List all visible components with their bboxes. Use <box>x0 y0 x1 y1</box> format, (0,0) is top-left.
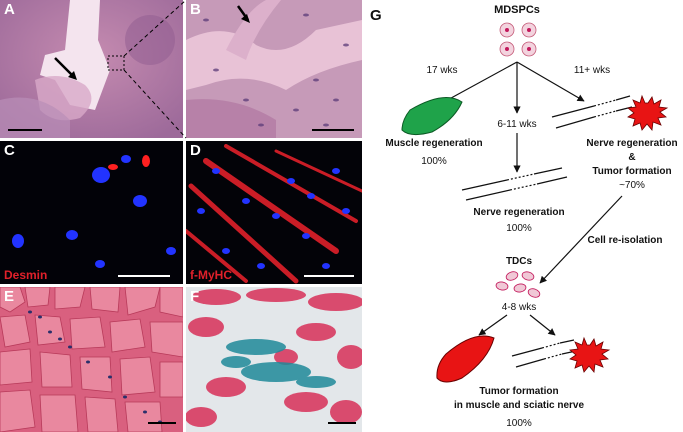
nerve-regeneration-icon <box>461 167 568 201</box>
panel-c: C Desmin <box>0 141 183 284</box>
panel-f-label: F <box>190 288 200 305</box>
panel-c-label: C <box>4 142 15 159</box>
time-4-8-wks: 4-8 wks <box>502 302 536 313</box>
mdspcs-cells-icon <box>499 22 537 57</box>
time-6-11-wks: 6-11 wks <box>497 119 536 130</box>
panel-g-label: G <box>370 7 382 24</box>
time-11-plus-wks: 11+ wks <box>574 65 610 76</box>
panel-e-scale-bar <box>148 422 176 424</box>
nerve-tumor-title-line3: Tumor formation <box>592 166 671 177</box>
panel-e-micrograph <box>0 287 183 432</box>
panel-b-label: B <box>190 1 201 18</box>
panel-a: A <box>0 0 183 138</box>
nerve-tumor-ampersand: & <box>628 152 635 163</box>
panel-d-label: D <box>190 142 201 159</box>
panel-d-stain-label: f-MyHC <box>190 268 232 282</box>
panel-g-schematic: G MDSPCs 17 wks 11+ wks 6-11 wks Muscle … <box>370 4 678 429</box>
panel-e: E <box>0 287 183 432</box>
panel-c-scale-bar <box>118 275 170 277</box>
mdspcs-label: MDSPCs <box>494 4 540 16</box>
cell-reisolation-label: Cell re-isolation <box>587 235 662 246</box>
nerve-regeneration-pct: 100% <box>506 223 532 234</box>
tumor-formation-line1: Tumor formation <box>479 386 558 397</box>
muscle-regeneration-pct: 100% <box>421 156 447 167</box>
panel-d-micrograph <box>186 141 362 284</box>
tumor-formation-pct: 100% <box>506 418 532 429</box>
zoom-lines <box>123 0 187 139</box>
nerve-regeneration-title: Nerve regeneration <box>473 207 564 218</box>
nerve-tumor-title-line1: Nerve regeneration <box>586 138 677 149</box>
panel-c-stain-label: Desmin <box>4 268 48 282</box>
tdcs-cells-icon <box>495 271 541 298</box>
tdcs-label: TDCs <box>506 256 533 267</box>
time-17-wks: 17 wks <box>426 65 457 76</box>
nerve-tumor-icon <box>551 94 669 131</box>
tumor-formation-line2: in muscle and sciatic nerve <box>454 400 584 411</box>
panel-b-scale-bar <box>312 129 354 131</box>
panel-c-micrograph <box>0 141 183 284</box>
panel-a-label: A <box>4 1 15 18</box>
panel-b: B <box>186 0 362 138</box>
panel-a-micrograph <box>0 0 183 138</box>
tumor-nerve-icon <box>511 336 611 373</box>
panel-f-micrograph <box>186 287 362 432</box>
panel-f: F <box>186 287 362 432</box>
muscle-green-icon <box>401 97 463 136</box>
panel-d-scale-bar <box>304 275 354 277</box>
muscle-regeneration-title: Muscle regeneration <box>385 138 482 149</box>
nerve-tumor-pct: ~70% <box>619 180 645 191</box>
panel-f-scale-bar <box>328 422 356 424</box>
tumor-muscle-icon <box>436 335 495 383</box>
panel-b-micrograph <box>186 0 362 138</box>
panel-a-scale-bar <box>8 129 42 131</box>
panel-d: D f-MyHC <box>186 141 362 284</box>
panel-e-label: E <box>4 288 15 305</box>
